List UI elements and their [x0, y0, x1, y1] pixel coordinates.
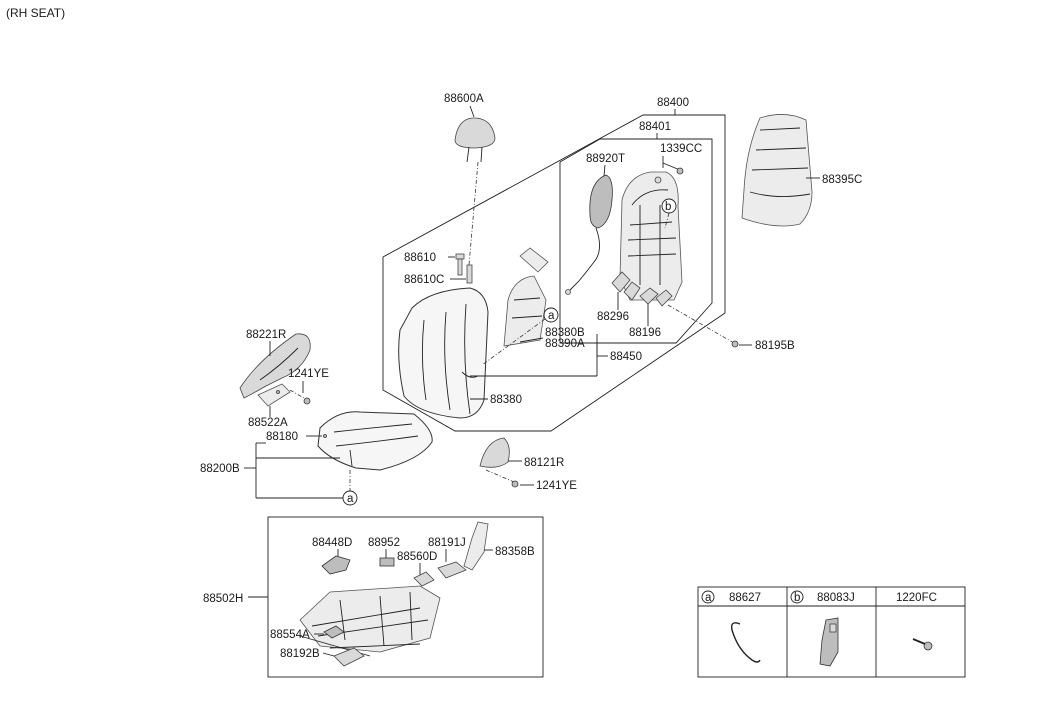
callout-a-marker-cushion [342, 490, 358, 506]
part-label-88191J: 88191J [428, 537, 466, 549]
part-label-88560D: 88560D [397, 551, 437, 563]
side-shield-88221R[interactable] [239, 333, 311, 399]
part-label-88600A: 88600A [444, 93, 484, 105]
part-label-88610: 88610 [404, 252, 436, 264]
seat-cushion-88200B[interactable] [317, 411, 433, 471]
part-label-88401: 88401 [639, 121, 671, 133]
part-label-88395C: 88395C [822, 174, 862, 186]
seat-back-cover-88380[interactable] [398, 287, 489, 419]
part-label-1339CC: 1339CC [660, 143, 702, 155]
part-label-88952: 88952 [368, 537, 400, 549]
part-label-88195B: 88195B [755, 340, 795, 352]
legend-a-letter: a [705, 592, 712, 604]
part-label-88380B: 88380B [545, 327, 585, 339]
guide-88610[interactable] [455, 253, 465, 276]
part-label-88196: 88196 [629, 327, 661, 339]
part-label-88522A: 88522A [248, 417, 288, 429]
part-label-1241YE-right: 1241YE [536, 480, 577, 492]
headrest-part[interactable] [454, 117, 496, 163]
clip-bracket-icon [819, 617, 839, 667]
callout-a-marker-back [543, 307, 559, 323]
part-label-88200B: 88200B [200, 463, 240, 475]
bracket-88560D[interactable] [413, 571, 435, 587]
legend-a-part: 88627 [729, 592, 761, 604]
part-label-88450: 88450 [610, 351, 642, 363]
callout-a-letter-cushion: a [347, 493, 354, 505]
part-label-88610C: 88610C [404, 274, 444, 286]
legend-c-part: 1220FC [896, 592, 937, 604]
pad-88192B[interactable] [333, 647, 365, 667]
seat-back-assembly-frame [382, 114, 726, 432]
seat-back-pad[interactable] [503, 247, 549, 347]
back-panel-88395C[interactable] [741, 114, 813, 227]
part-label-88554A: 88554A [270, 629, 310, 641]
side-airbag-module[interactable] [565, 174, 613, 295]
legend-a-marker [701, 590, 715, 604]
screw-88195B[interactable] [731, 340, 739, 348]
part-label-88121R: 88121R [524, 457, 564, 469]
back-frame-box [559, 138, 713, 344]
part-label-88192B: 88192B [280, 648, 320, 660]
motor-88448D[interactable] [321, 555, 351, 575]
wire-clip-icon [730, 622, 761, 663]
page-title: (RH SEAT) [6, 6, 65, 20]
part-label-88358B: 88358B [495, 546, 535, 558]
seat-track-frame[interactable] [299, 585, 441, 657]
module-88952[interactable] [379, 557, 395, 567]
legend-table [697, 586, 966, 678]
part-label-1241YE-left: 1241YE [288, 368, 329, 380]
callout-b-letter: b [665, 201, 671, 213]
cover-88522A[interactable] [257, 383, 291, 407]
cover-88358B[interactable] [463, 521, 489, 571]
part-label-88380: 88380 [490, 394, 522, 406]
screw-1241YE-right[interactable] [511, 480, 519, 488]
pad-88554A[interactable] [323, 625, 345, 639]
part-label-88400: 88400 [657, 97, 689, 109]
harness-88191J[interactable] [437, 561, 467, 579]
part-label-88221R: 88221R [246, 329, 286, 341]
part-label-88180: 88180 [266, 431, 298, 443]
bracket-88296[interactable] [611, 271, 641, 301]
part-label-88296: 88296 [597, 311, 629, 323]
legend-b-marker [790, 590, 804, 604]
callout-a-letter-back: a [548, 310, 555, 322]
part-label-88448D: 88448D [312, 537, 352, 549]
cover-88121R[interactable] [479, 437, 510, 468]
screw-1241YE-left[interactable] [303, 397, 311, 405]
screw-icon [912, 638, 933, 651]
part-label-88502H: 88502H [203, 593, 243, 605]
legend-b-part: 88083J [817, 592, 855, 604]
part-label-88390A: 88390A [545, 338, 585, 350]
guide-88610C[interactable] [466, 264, 473, 284]
bracket-88196[interactable] [639, 287, 673, 307]
legend-b-letter: b [794, 592, 800, 604]
part-label-88920T: 88920T [586, 153, 625, 165]
